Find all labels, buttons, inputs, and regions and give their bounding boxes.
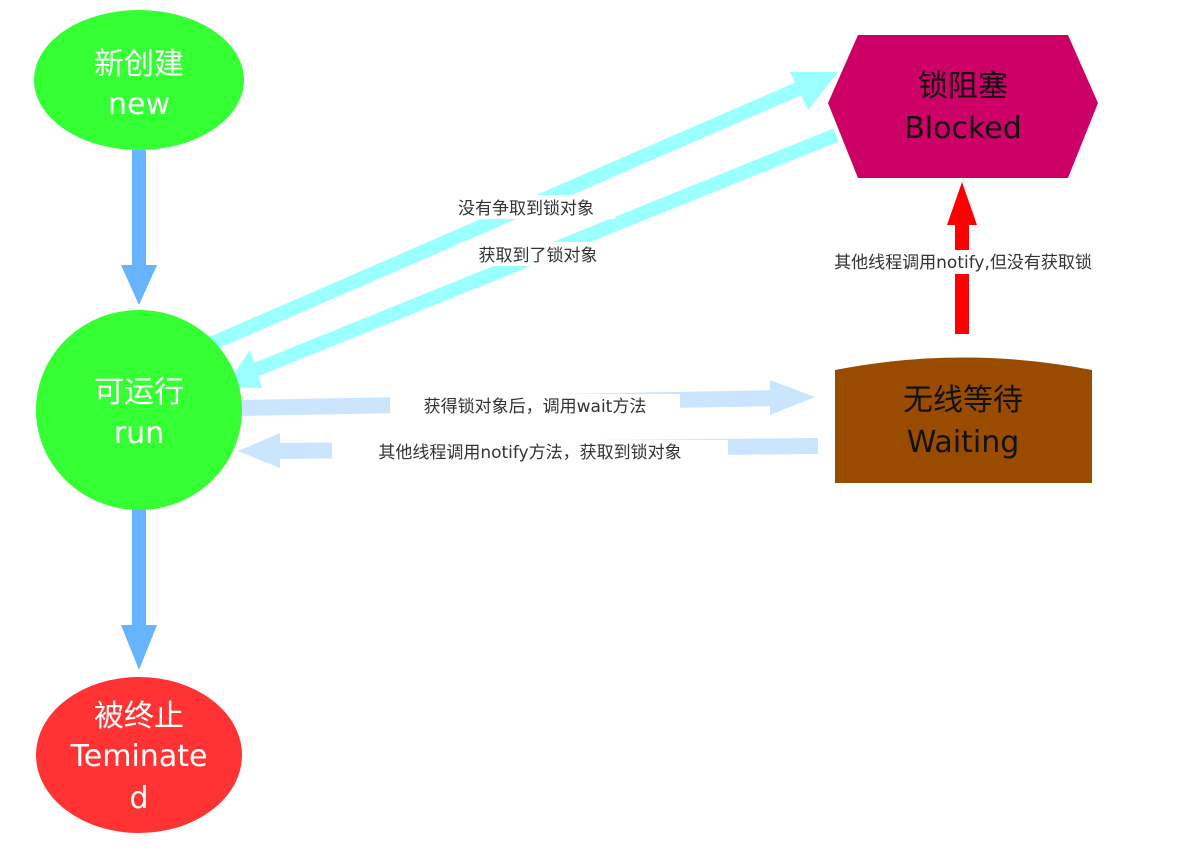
label-waiting-to-run: 其他线程调用notify方法，获取到锁对象 [378,443,681,463]
node-new: 新创建 new [34,10,244,150]
node-blocked-en: Blocked [904,111,1022,146]
node-terminated: 被终止 Teminate d [36,677,242,833]
node-waiting-zh: 无线等待 [903,383,1023,418]
node-waiting: 无线等待 Waiting [835,357,1092,483]
node-run-zh: 可运行 [94,375,184,410]
node-blocked-zh: 锁阻塞 [918,69,1008,104]
node-terminated-zh: 被终止 [94,699,184,734]
node-terminated-en: Teminate [70,739,208,774]
arrow-run-to-terminated [121,505,157,670]
node-run: 可运行 run [36,310,242,510]
node-waiting-en: Waiting [907,425,1020,460]
label-run-to-waiting: 获得锁对象后，调用wait方法 [424,397,647,417]
node-new-zh: 新创建 [94,47,184,82]
label-run-to-blocked: 没有争取到锁对象 [458,199,594,219]
node-new-en: new [108,87,170,122]
node-terminated-en-wrap: d [129,781,148,816]
node-blocked: 锁阻塞 Blocked [828,35,1098,178]
label-waiting-to-blocked: 其他线程调用notify,但没有获取锁 [834,253,1092,273]
label-blocked-to-run: 获取到了锁对象 [479,246,598,266]
arrow-new-to-run [121,150,157,305]
edge-labels: 没有争取到锁对象 获取到了锁对象 其他线程调用notify,但没有获取锁 获得锁… [332,195,1131,464]
node-run-en: run [114,416,164,451]
